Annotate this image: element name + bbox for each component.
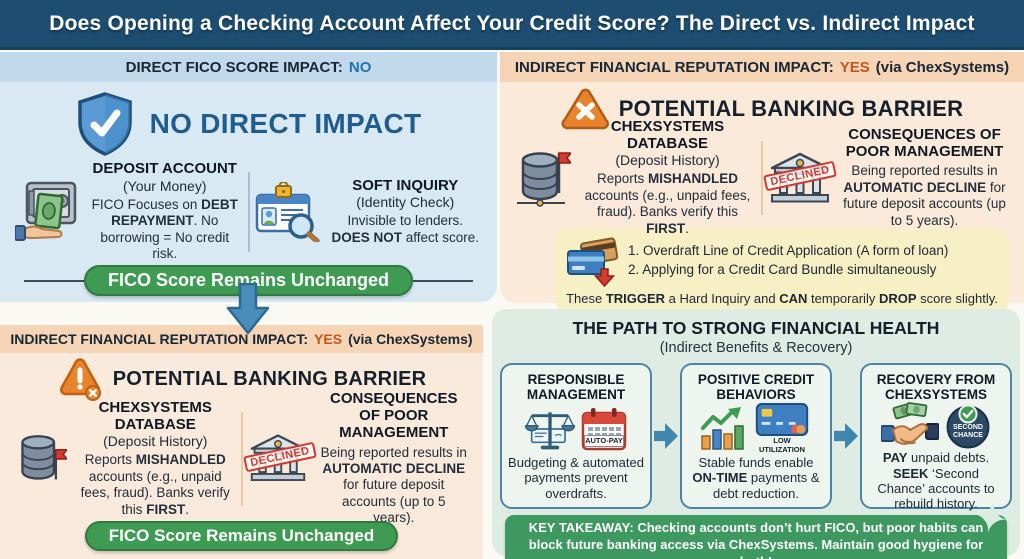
strip-suffix: (via ChexSystems) — [348, 331, 473, 347]
page-title: Does Opening a Checking Account Affect Y… — [49, 11, 975, 35]
chexsystems-subtitle: (Deposit History) — [103, 433, 208, 450]
consequences-item: DECLINED CONSEQUENCES OF POOR MANAGEMENT… — [763, 126, 1014, 228]
chexsystems-body: Reports MISHANDLED accounts (e.g., unpai… — [584, 171, 751, 236]
bank-declined-icon: DECLINED — [763, 152, 838, 204]
autopay-label: AUTO-PAY — [584, 435, 624, 447]
indirect-left-columns: CHEXSYSTEMS DATABASE (Deposit History) R… — [0, 390, 483, 525]
credit-cards-arrow-icon — [566, 235, 620, 287]
key-takeaway-row: KEY TAKEAWAY: Checking accounts don’t hu… — [505, 491, 1013, 559]
right-arrow-icon — [654, 421, 678, 451]
card-title: POSITIVE CREDIT BEHAVIORS — [697, 372, 815, 403]
strip-label: INDIRECT FINANCIAL REPUTATION IMPACT: — [10, 331, 309, 347]
fico-unchanged-pill: FICO Score Remains Unchanged — [84, 521, 399, 551]
fico-unchanged-row: FICO Score Remains Unchanged — [0, 521, 483, 551]
hard-inquiry-risk-box: 1. Overdraft Line of Credit Application … — [556, 229, 1008, 313]
no-direct-impact-head: NO DIRECT IMPACT — [0, 86, 497, 162]
indirect-left-strip: INDIRECT FINANCIAL REPUTATION IMPACT: YE… — [0, 325, 483, 353]
column-divider — [240, 412, 243, 506]
path-cards-row: RESPONSIBLE MANAGEMENT — [492, 362, 1020, 512]
card-positive-credit: POSITIVE CREDIT BEHAVIORS — [680, 363, 832, 509]
risk-item-1: 1. Overdraft Line of Credit Application … — [628, 243, 949, 259]
handshake-money-icon — [881, 402, 939, 450]
panel-indirect-left: INDIRECT FINANCIAL REPUTATION IMPACT: YE… — [0, 325, 483, 559]
path-title: THE PATH TO STRONG FINANCIAL HEALTH — [572, 318, 940, 338]
autopay-calendar-icon: AUTO-PAY — [581, 407, 627, 451]
panel-indirect-right: INDIRECT FINANCIAL REPUTATION IMPACT: YE… — [500, 52, 1024, 313]
strip-label: DIRECT FICO SCORE IMPACT: — [125, 58, 343, 76]
risk-item-2: 2. Applying for a Credit Card Bundle sim… — [628, 262, 937, 277]
card-recovery-chexsystems: RECOVERY FROM CHEXSYSTEMS — [860, 363, 1012, 512]
warning-exclamation-icon — [57, 357, 103, 401]
panel-direct-impact: DIRECT FICO SCORE IMPACT: NO NO DIRECT I… — [0, 52, 497, 302]
pill-line-right — [413, 279, 474, 282]
direct-columns: DEPOSIT ACCOUNT (Your Money) FICO Focuse… — [0, 160, 497, 262]
barrier-head: POTENTIAL BANKING BARRIER — [0, 356, 483, 402]
indirect-right-strip: INDIRECT FINANCIAL REPUTATION IMPACT: YE… — [500, 52, 1024, 82]
header-banner: Does Opening a Checking Account Affect Y… — [0, 0, 1024, 50]
consequences-body: Being reported results in AUTOMATIC DECL… — [320, 444, 467, 526]
inquiry-title: SOFT INQUIRY — [352, 176, 459, 194]
second-chance-label: SECOND CHANCE — [953, 424, 983, 440]
deposit-subtitle: (Your Money) — [122, 177, 207, 194]
second-chance-badge-icon: SECOND CHANCE — [945, 403, 991, 449]
down-arrow-icon — [226, 283, 270, 335]
chexsystems-subtitle: (Deposit History) — [615, 152, 720, 169]
strip-value: YES — [839, 58, 870, 76]
panel-financial-health-path: THE PATH TO STRONG FINANCIAL HEALTH (Ind… — [492, 309, 1020, 559]
card-body: Stable funds enable ON-TIME payments & d… — [692, 455, 820, 501]
barrier-head: POTENTIAL BANKING BARRIER — [500, 85, 1024, 133]
low-utilization-card-icon: LOW UTILIZATION — [751, 403, 813, 454]
shield-check-icon — [76, 92, 134, 156]
chexsystems-title: CHEXSYSTEMS DATABASE — [610, 117, 725, 152]
consequences-item: DECLINED CONSEQUENCES OF POOR MANAGEMENT… — [242, 390, 474, 525]
warning-x-icon — [561, 87, 609, 131]
consequences-title: CONSEQUENCES OF POOR MANAGEMENT — [845, 125, 1004, 160]
direct-headline: NO DIRECT IMPACT — [149, 108, 422, 139]
database-flag-icon — [515, 148, 571, 208]
consequences-body: Being reported results in AUTOMATIC DECL… — [843, 163, 1006, 228]
low-utilization-label: LOW UTILIZATION — [758, 436, 806, 454]
card-body: PAY unpaid debts. SEEK ‘Second Chance’ a… — [877, 450, 995, 512]
right-arrow-icon — [834, 421, 858, 451]
strip-value: YES — [314, 331, 343, 347]
barrier-headline: POTENTIAL BANKING BARRIER — [112, 367, 427, 390]
chexsystems-item: CHEXSYSTEMS DATABASE (Deposit History) R… — [10, 399, 241, 517]
inquiry-body: Invisible to lenders. DOES NOT affect sc… — [331, 213, 480, 245]
chexsystems-body: Reports MISHANDLED accounts (e.g., unpai… — [80, 452, 230, 517]
inquiry-subtitle: (Identity Check) — [356, 194, 455, 211]
growth-chart-icon — [699, 406, 745, 452]
card-responsible-management: RESPONSIBLE MANAGEMENT — [500, 363, 652, 509]
bank-declined-icon: DECLINED — [242, 433, 317, 485]
chexsystems-title: CHEXSYSTEMS DATABASE — [98, 398, 212, 433]
column-divider — [247, 172, 250, 252]
card-body: Budgeting & automated payments prevent o… — [508, 455, 644, 501]
chexsystems-item: CHEXSYSTEMS DATABASE (Deposit History) R… — [510, 118, 761, 236]
indirect-right-columns: CHEXSYSTEMS DATABASE (Deposit History) R… — [500, 118, 1024, 236]
soft-inquiry-item: SOFT INQUIRY (Identity Check) Invisible … — [250, 164, 488, 260]
id-card-magnifier-icon — [255, 182, 321, 242]
safe-money-icon — [15, 180, 79, 244]
strip-label: INDIRECT FINANCIAL REPUTATION IMPACT: — [514, 58, 834, 76]
strip-value: NO — [348, 58, 372, 76]
key-takeaway-banner: KEY TAKEAWAY: Checking accounts don’t hu… — [505, 515, 1007, 559]
risk-footer: These TRIGGER a Hard Inquiry and CAN tem… — [566, 291, 998, 306]
pill-line-left — [24, 279, 84, 282]
consequences-title: CONSEQUENCES OF POOR MANAGEMENT — [329, 390, 458, 441]
barrier-headline: POTENTIAL BANKING BARRIER — [618, 96, 964, 121]
balance-scale-icon — [525, 405, 575, 453]
path-subtitle: (Indirect Benefits & Recovery) — [659, 340, 853, 356]
deposit-body: FICO Focuses on DEBT REPAYMENT. No borro… — [91, 197, 238, 262]
direct-impact-strip: DIRECT FICO SCORE IMPACT: NO — [0, 52, 497, 82]
strip-suffix: (via ChexSystems) — [875, 58, 1010, 76]
deposit-account-item: DEPOSIT ACCOUNT (Your Money) FICO Focuse… — [10, 160, 248, 262]
deposit-title: DEPOSIT ACCOUNT — [92, 160, 237, 178]
card-title: RESPONSIBLE MANAGEMENT — [526, 372, 626, 403]
database-flag-icon — [15, 430, 67, 488]
card-title: RECOVERY FROM CHEXSYSTEMS — [876, 372, 996, 403]
column-divider — [761, 141, 763, 215]
